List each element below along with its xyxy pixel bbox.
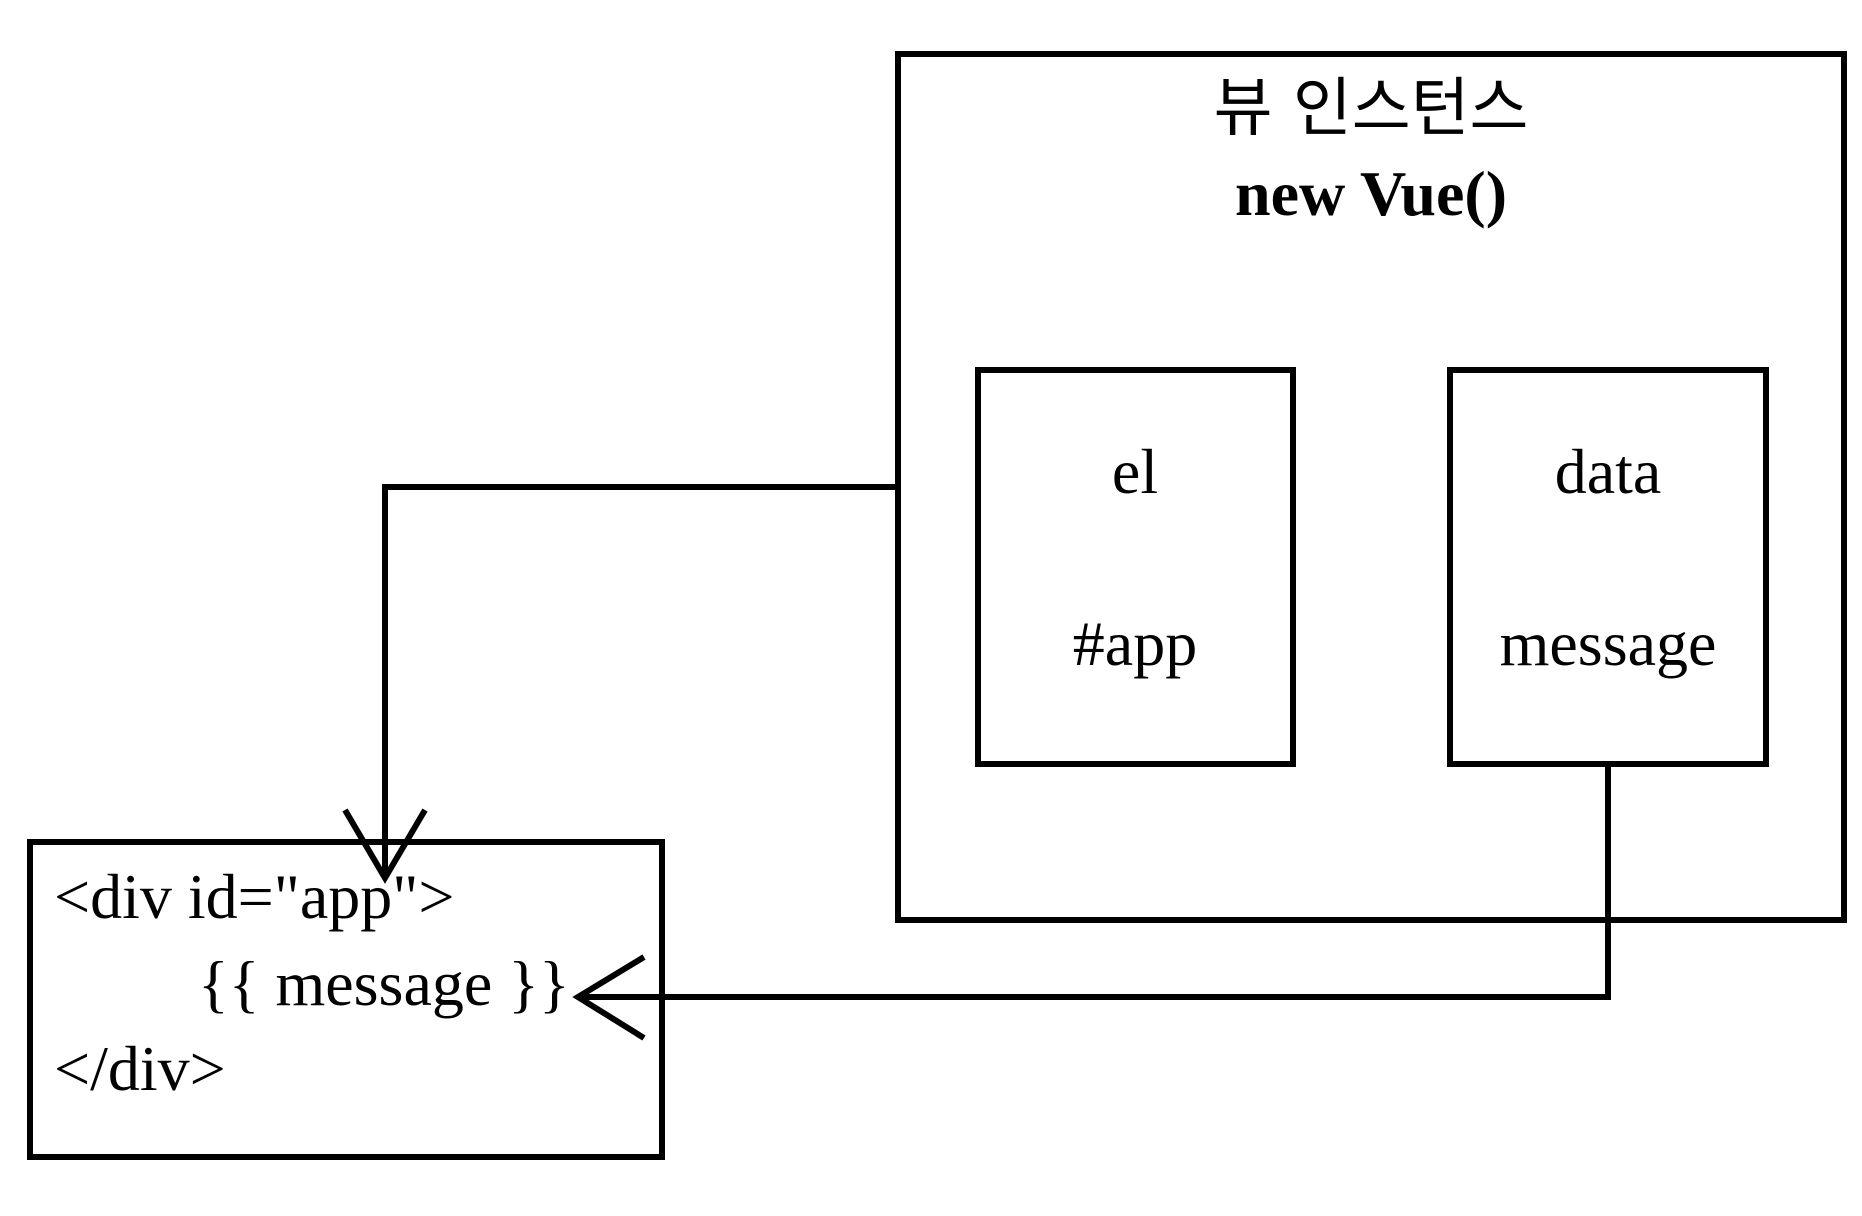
el-box-border [975, 367, 1296, 767]
data-binding-arrowhead [572, 954, 646, 1041]
el-option-box: el #app [975, 367, 1296, 767]
html-line-mustache: {{ message }} [198, 948, 570, 1019]
vue-instance-title-code: new Vue() [1235, 158, 1507, 229]
vue-instance-title-korean: 뷰 인스턴스 [1214, 72, 1529, 146]
el-label: el [1112, 436, 1158, 507]
html-line-close-div: </div> [54, 1033, 226, 1104]
data-binding-arrow-line [578, 764, 1611, 1000]
html-template-box: <div id="app"> {{ message }} </div> [27, 839, 665, 1160]
el-mount-arrow-line [382, 484, 898, 878]
data-option-box: data message [1447, 367, 1769, 767]
vue-instance-box: 뷰 인스턴스 new Vue() [895, 51, 1847, 923]
data-label: data [1555, 436, 1662, 507]
html-line-open-div: <div id="app"> [54, 861, 455, 932]
data-value: message [1500, 608, 1717, 679]
data-box-border [1447, 367, 1769, 767]
el-value: #app [1073, 608, 1197, 679]
data-binding-arrow [572, 764, 1611, 1041]
el-mount-arrow [342, 484, 898, 884]
el-mount-arrowhead [342, 808, 428, 884]
